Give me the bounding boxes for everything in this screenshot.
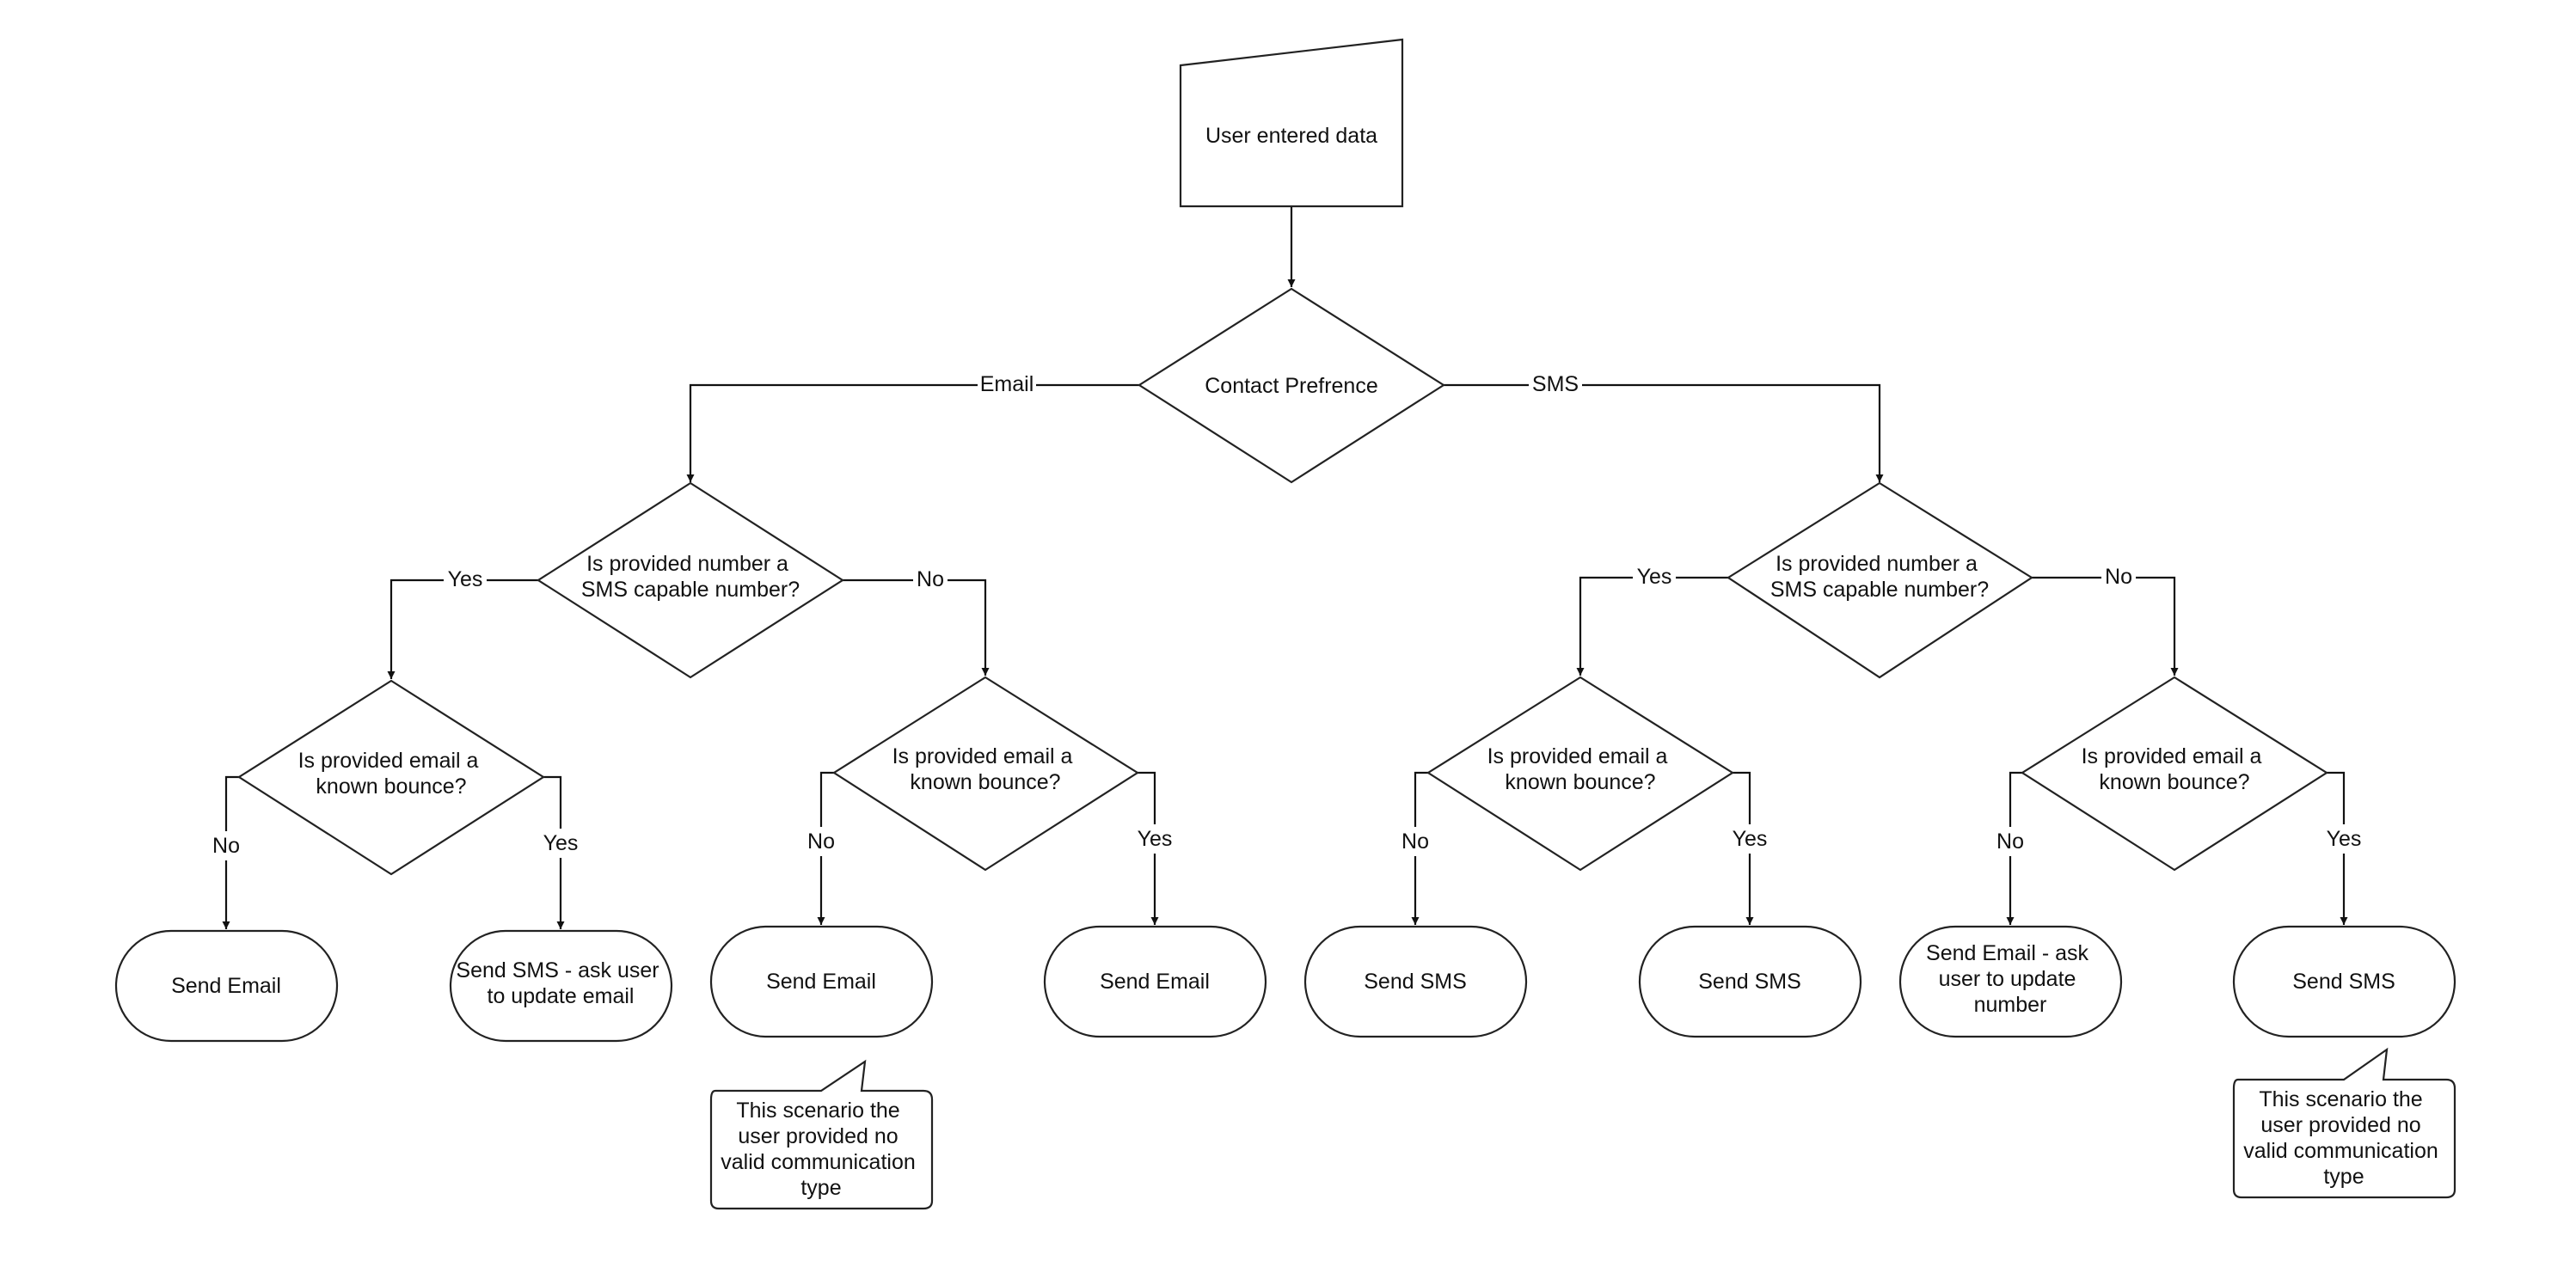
- edge-label-right-no: No: [2105, 565, 2132, 589]
- outcome-send-sms-1: Send SMS: [1303, 925, 1528, 1038]
- email-branch-sms-capable-decision: Is provided number a SMS capable number?: [536, 481, 845, 679]
- start-node: User entered data: [1179, 38, 1404, 208]
- known-bounce-decision-1: Is provided email a known bounce?: [236, 679, 546, 876]
- edge-email: [686, 383, 1139, 482]
- edge-label-b1-no: No: [212, 834, 240, 858]
- callout-1-line-1: This scenario the: [736, 1099, 899, 1123]
- edge-b3-yes: [1733, 771, 1754, 925]
- outcome-6-label: Send SMS: [1698, 970, 1801, 994]
- edge-label-b4-no: No: [1996, 829, 2024, 854]
- known-bounce-2-line-2: known bounce?: [910, 770, 1060, 794]
- sms-branch-sms-capable-label: Is provided number a SMS capable number?: [1770, 552, 1989, 602]
- contact-preference-decision: Contact Prefrence: [1137, 287, 1446, 484]
- outcome-send-email-3: Send Email: [1043, 925, 1267, 1038]
- edge-left-no: [843, 578, 990, 676]
- edge-b2-no: [817, 771, 834, 925]
- outcome-1-label: Send Email: [171, 974, 281, 998]
- known-bounce-1-line-1: Is provided email a: [298, 749, 479, 773]
- edge-label-left-yes: Yes: [448, 567, 483, 591]
- callout-2-line-2: user provided no: [2260, 1113, 2420, 1137]
- edge-label-b4-yes: Yes: [2327, 827, 2362, 851]
- contact-preference-label: Contact Prefrence: [1205, 374, 1378, 398]
- known-bounce-decision-4: Is provided email a known bounce?: [2020, 676, 2329, 872]
- known-bounce-label-3: Is provided email a known bounce?: [1487, 744, 1674, 794]
- callout-note-1: This scenario the user provided no valid…: [709, 1059, 934, 1210]
- outcome-send-email-1: Send Email: [114, 929, 339, 1043]
- callout-note-2: This scenario the user provided no valid…: [2232, 1047, 2456, 1199]
- callout-1-line-2: user provided no: [738, 1124, 898, 1148]
- edge-label-b2-yes: Yes: [1138, 827, 1173, 851]
- known-bounce-3-line-1: Is provided email a: [1487, 744, 1668, 768]
- callout-note-2-text: This scenario the user provided no valid…: [2243, 1087, 2444, 1189]
- known-bounce-2-line-1: Is provided email a: [892, 744, 1073, 768]
- edge-label-b3-yes: Yes: [1733, 827, 1768, 851]
- sms-branch-sms-capable-line-2: SMS capable number?: [1770, 578, 1989, 602]
- edge-right-yes: [1576, 576, 1728, 676]
- edge-label-b3-no: No: [1401, 829, 1429, 854]
- email-branch-sms-capable-line-1: Is provided number a: [586, 552, 788, 576]
- outcome-send-sms-2: Send SMS: [1638, 925, 1862, 1038]
- edge-b3-no: [1411, 771, 1428, 925]
- callout-1-line-3: valid communication: [721, 1150, 916, 1174]
- edge-label-b2-no: No: [807, 829, 835, 854]
- outcome-4-label: Send Email: [1100, 970, 1210, 994]
- start-node-label: User entered data: [1205, 124, 1377, 148]
- known-bounce-decision-2: Is provided email a known bounce?: [831, 676, 1140, 872]
- known-bounce-1-line-2: known bounce?: [316, 774, 466, 799]
- outcome-send-email-ask-update-number: Send Email - ask user to update number: [1898, 925, 2123, 1038]
- edge-b4-no: [2006, 771, 2022, 925]
- outcome-send-sms-ask-update-email: Send SMS - ask user to update email: [449, 929, 673, 1043]
- callout-2-line-3: valid communication: [2243, 1139, 2438, 1163]
- outcome-send-sms-3: Send SMS: [2232, 925, 2456, 1038]
- outcome-2-line-2: to update email: [488, 984, 635, 1008]
- outcome-7-label: Send Email - ask user to update number: [1926, 941, 2095, 1017]
- edge-right-no: [2032, 576, 2179, 676]
- outcome-send-email-2: Send Email: [709, 925, 934, 1038]
- outcome-2-label: Send SMS - ask user to update email: [456, 958, 665, 1008]
- known-bounce-label-1: Is provided email a known bounce?: [298, 749, 485, 799]
- edge-b1-no: [222, 775, 239, 929]
- callout-note-1-text: This scenario the user provided no valid…: [721, 1099, 921, 1200]
- email-branch-sms-capable-line-2: SMS capable number?: [581, 578, 800, 602]
- edge-labels: Email SMS Yes No Yes No No Yes No Yes No…: [209, 370, 2365, 860]
- edge-sms: [1444, 383, 1884, 482]
- outcome-7-line-3: number: [1974, 993, 2047, 1017]
- edge-left-yes: [387, 578, 538, 679]
- edge-label-b1-yes: Yes: [543, 831, 579, 855]
- outcome-3-label: Send Email: [766, 970, 876, 994]
- edge-b4-yes: [2327, 771, 2348, 925]
- outcome-8-label: Send SMS: [2292, 970, 2395, 994]
- edge-b2-yes: [1138, 771, 1159, 925]
- nodes: User entered data Contact Prefrence Is p…: [114, 38, 2456, 1210]
- outcome-7-line-2: user to update: [1939, 967, 2076, 991]
- edge-label-sms: SMS: [1532, 372, 1579, 396]
- known-bounce-label-2: Is provided email a known bounce?: [892, 744, 1079, 794]
- outcome-5-label: Send SMS: [1364, 970, 1467, 994]
- sms-branch-sms-capable-line-1: Is provided number a: [1776, 552, 1978, 576]
- callout-2-line-1: This scenario the: [2259, 1087, 2422, 1111]
- edge-label-left-no: No: [917, 567, 944, 591]
- edge-label-right-yes: Yes: [1637, 565, 1672, 589]
- known-bounce-4-line-1: Is provided email a: [2082, 744, 2262, 768]
- sms-branch-sms-capable-decision: Is provided number a SMS capable number?: [1726, 481, 2034, 679]
- known-bounce-label-4: Is provided email a known bounce?: [2082, 744, 2268, 794]
- outcome-2-line-1: Send SMS - ask user: [456, 958, 659, 982]
- callout-2-line-4: type: [2323, 1165, 2364, 1189]
- known-bounce-decision-3: Is provided email a known bounce?: [1426, 676, 1735, 872]
- known-bounce-3-line-2: known bounce?: [1505, 770, 1655, 794]
- email-branch-sms-capable-label: Is provided number a SMS capable number?: [581, 552, 800, 602]
- callout-1-line-4: type: [800, 1176, 841, 1200]
- outcome-7-line-1: Send Email - ask: [1926, 941, 2088, 965]
- edge-label-email: Email: [980, 372, 1034, 396]
- edge-b1-yes: [543, 775, 565, 929]
- known-bounce-4-line-2: known bounce?: [2099, 770, 2249, 794]
